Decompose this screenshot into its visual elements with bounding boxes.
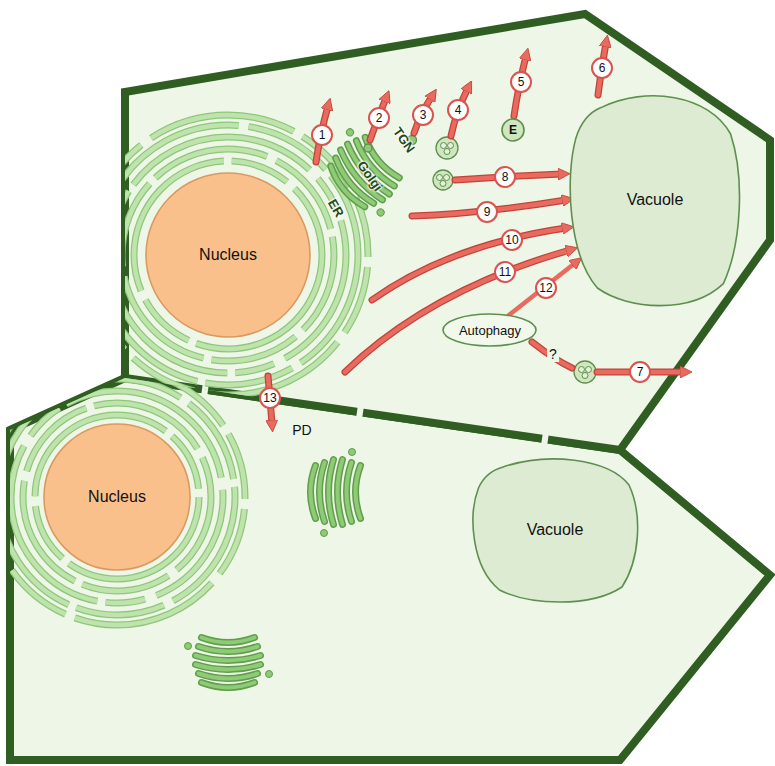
er-network bbox=[0, 369, 245, 625]
callout-number: 10 bbox=[501, 229, 523, 251]
annotation-label: PD bbox=[290, 422, 313, 438]
node-label: Vacuole bbox=[527, 521, 584, 539]
callout-number: 11 bbox=[494, 261, 516, 283]
pathway-arrow bbox=[345, 250, 570, 372]
organelle-label: ER bbox=[325, 196, 347, 219]
vesicle bbox=[574, 361, 596, 383]
vesicle bbox=[364, 144, 372, 152]
pathway-arrow bbox=[345, 250, 570, 372]
er-network bbox=[88, 115, 368, 395]
vesicle bbox=[436, 137, 458, 159]
callout-number: 13 bbox=[259, 387, 281, 409]
exosome-vesicle: E bbox=[501, 118, 525, 142]
callout-number: 7 bbox=[629, 361, 651, 383]
organelle-label: TGN bbox=[390, 124, 418, 155]
vacuole: Vacuole bbox=[468, 455, 643, 605]
organelle-label: Golgi bbox=[354, 158, 385, 194]
pathway-arrow bbox=[532, 342, 572, 368]
annotation-label: ? bbox=[547, 346, 559, 362]
callout-number: 8 bbox=[494, 166, 516, 188]
plasmodesma bbox=[542, 433, 548, 445]
vesicle bbox=[433, 170, 453, 190]
callout-number: 4 bbox=[447, 99, 469, 121]
callout-number: 12 bbox=[535, 277, 557, 299]
golgi-stack bbox=[311, 449, 361, 537]
pathway-arrow bbox=[509, 263, 575, 315]
node-label: Vacuole bbox=[627, 191, 684, 209]
golgi-stack bbox=[185, 638, 273, 688]
callout-number: 5 bbox=[510, 71, 532, 93]
callout-number: 3 bbox=[412, 104, 434, 126]
nucleus: Nucleus bbox=[145, 172, 311, 338]
node-label: Autophagy bbox=[459, 323, 521, 338]
callout-number: 1 bbox=[311, 124, 333, 146]
autophagy-ellipse: Autophagy bbox=[442, 313, 537, 347]
pathway-arrow bbox=[532, 342, 572, 368]
plasmodesma bbox=[357, 406, 363, 418]
node-label: Nucleus bbox=[199, 246, 257, 264]
callout-number: 6 bbox=[591, 57, 613, 79]
vacuole: Vacuole bbox=[565, 90, 745, 310]
callout-number: 9 bbox=[476, 201, 498, 223]
node-label: Nucleus bbox=[88, 488, 146, 506]
cell-wall bbox=[10, 378, 770, 760]
callout-number: 2 bbox=[368, 107, 390, 129]
node-label: E bbox=[509, 123, 517, 137]
nucleus: Nucleus bbox=[43, 423, 191, 571]
